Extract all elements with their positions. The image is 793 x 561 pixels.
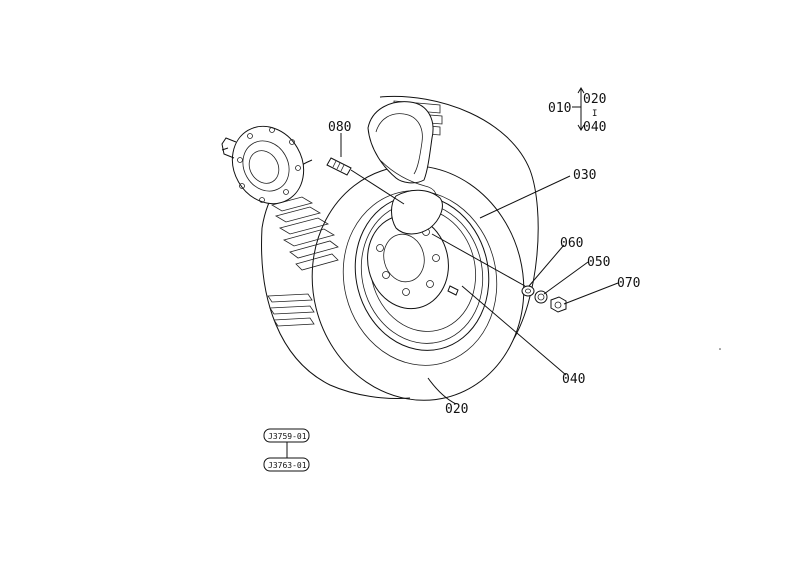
callout-040: 040	[562, 372, 585, 387]
reference-code-top: J3759-01	[268, 432, 307, 441]
callout-010: 010	[548, 101, 571, 116]
callout-030: 030	[573, 168, 596, 183]
hub-flange-drawing	[221, 125, 305, 205]
callout-060: 060	[560, 236, 583, 251]
callout-080: 080	[328, 120, 351, 135]
callout-range-separator: I	[592, 109, 597, 119]
reference-code-bottom: J3763-01	[268, 461, 307, 470]
stud-drawing	[326, 157, 405, 205]
callout-020-range-start: 020	[583, 92, 606, 107]
tire-drawing	[261, 95, 539, 401]
hardware-drawing	[521, 285, 567, 313]
callout-020: 020	[445, 402, 468, 417]
callout-050: 050	[587, 255, 610, 270]
callout-070: 070	[617, 276, 640, 291]
reference-codes: J3759-01 J3763-01	[263, 428, 310, 472]
stray-mark	[719, 348, 721, 350]
callout-040-range-end: 040	[583, 120, 606, 135]
leader-lines	[340, 87, 619, 405]
tube-drawing	[367, 101, 443, 235]
